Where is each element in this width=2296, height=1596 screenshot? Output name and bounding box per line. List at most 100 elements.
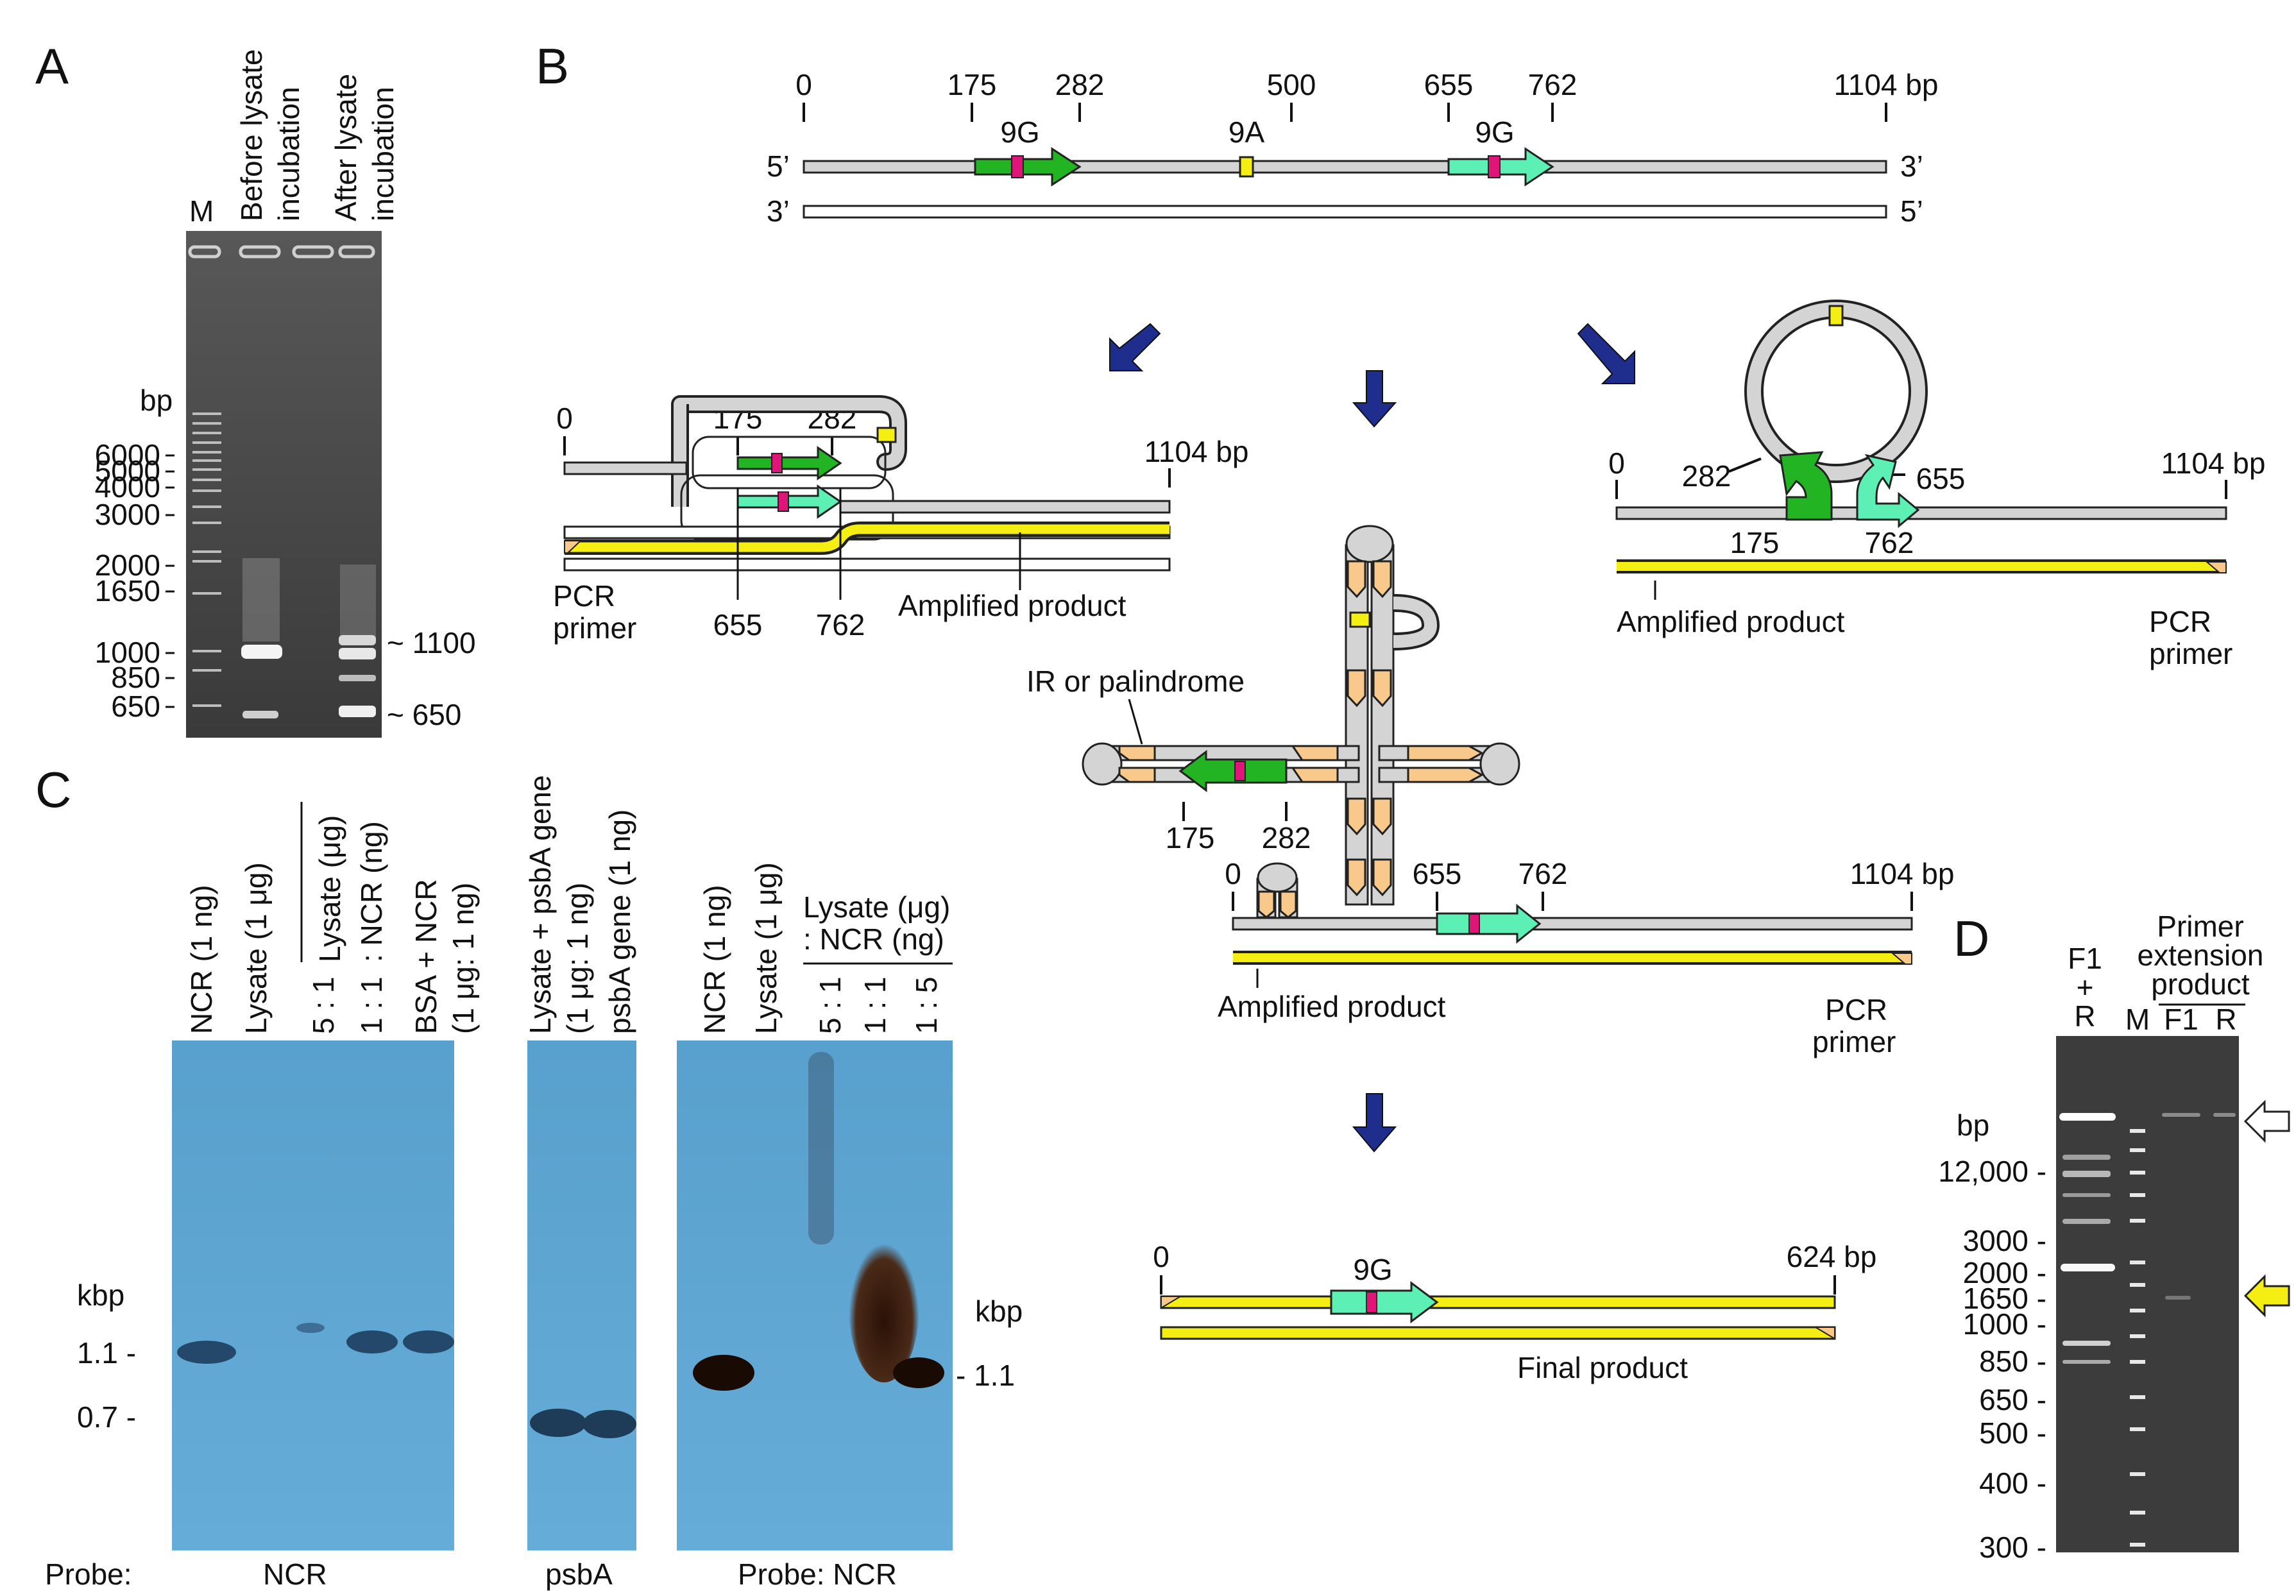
ladder-d-12000: 12,000 -	[1938, 1155, 2046, 1188]
lane-after-label-2: incubation	[366, 87, 400, 221]
lane-before-label-2: incubation	[272, 87, 305, 221]
left-pos-1104: 1104 bp	[1144, 435, 1249, 468]
blot1-marker-0-7: 0.7 -	[77, 1400, 136, 1434]
panel-c-letter: C	[35, 761, 71, 818]
ir-palindrome-label: IR or palindrome	[1026, 665, 1245, 698]
blot3-probe: Probe: NCR	[738, 1558, 897, 1591]
center-structure: IR or palindrome	[1026, 525, 1955, 1058]
final-feature-9g: 9G	[1353, 1253, 1392, 1286]
right-pos-175: 175	[1730, 526, 1780, 559]
right-pos-0: 0	[1608, 446, 1625, 480]
blot1-marker-1-1: 1.1 -	[77, 1336, 136, 1370]
strand-top-5: 5’	[767, 149, 790, 183]
left-pcr-primer-1: PCR	[553, 579, 615, 613]
panel-a-letter: A	[35, 38, 69, 94]
left-amplified-label: Amplified product	[898, 589, 1127, 622]
arrow-to-center-icon	[1352, 370, 1397, 428]
ladder-d-400: 400 -	[1979, 1466, 2046, 1500]
right-pos-282: 282	[1682, 459, 1731, 493]
left-pos-655: 655	[713, 608, 763, 641]
yellow-arrow-icon	[2243, 1274, 2290, 1318]
center-pos-655: 655	[1413, 857, 1462, 890]
center-pos-1104: 1104 bp	[1850, 857, 1955, 890]
ladder-a-5000: 5000	[95, 454, 160, 488]
ladder-a-3000: 3000	[95, 498, 160, 531]
ladder-d-850: 850 -	[1979, 1345, 2046, 1378]
right-pcr-primer-2: primer	[2149, 637, 2232, 670]
center-pos-762: 762	[1518, 857, 1568, 890]
pos-1104: 1104 bp	[1834, 68, 1939, 101]
pos-655: 655	[1424, 68, 1474, 101]
ladder-d-650: 650 -	[1979, 1383, 2046, 1416]
left-structure: 0 175 282 1104 bp 655 762	[553, 395, 1249, 645]
blot1-lane-5-1: 5 : 1	[307, 976, 340, 1034]
strand-top-3: 3’	[1900, 149, 1923, 183]
gel-d	[2056, 1036, 2239, 1552]
blot3-group-2: : NCR (ng)	[803, 922, 944, 956]
pos-0: 0	[795, 68, 812, 101]
lane-d-plus: +	[2077, 971, 2094, 1004]
blot1-lane-1-1: 1 : 1	[355, 976, 388, 1034]
center-pcr-primer-1: PCR	[1825, 993, 1887, 1026]
ladder-a-850: 850	[111, 661, 160, 694]
gel-a-unit: bp	[140, 384, 173, 417]
lane-d-f1-top: F1	[2068, 942, 2102, 975]
left-pos-762: 762	[816, 608, 865, 641]
right-pcr-primer-1: PCR	[2149, 605, 2211, 638]
d-header-2: extension	[2138, 938, 2264, 972]
final-product: 0 624 bp 9G Final product	[1153, 1240, 1876, 1384]
ladder-d-300: 300 -	[1979, 1531, 2046, 1564]
pos-282: 282	[1055, 68, 1105, 101]
d-header-1: Primer	[2157, 910, 2243, 943]
d-header-3: product	[2151, 967, 2250, 1001]
blot2-lane-1: Lysate + psbA gene	[523, 775, 557, 1034]
left-pos-0: 0	[556, 402, 573, 435]
blot3-marker: - 1.1	[956, 1359, 1015, 1392]
blot1-lane-lysate: Lysate (1 μg)	[239, 862, 273, 1034]
ladder-d-500: 500 -	[1979, 1416, 2046, 1450]
blot-2	[527, 1040, 636, 1550]
blot2-lane-1b: (1 μg: 1 ng)	[561, 883, 594, 1034]
blot1-unit: kbp	[77, 1278, 124, 1312]
blot1-lane-bsa-2: (1 μg: 1 ng)	[446, 883, 480, 1034]
final-pos-624: 624 bp	[1787, 1240, 1877, 1273]
center-amplified-label: Amplified product	[1218, 990, 1446, 1023]
strand-bot-5: 5’	[1900, 194, 1923, 228]
loop-arrow-green	[1779, 451, 1833, 521]
ladder-a-2000: 2000	[95, 548, 160, 582]
right-amplified-label: Amplified product	[1617, 605, 1845, 638]
pos-500: 500	[1267, 68, 1316, 101]
feature-9a: 9A	[1229, 115, 1265, 149]
blot3-lane-1-5: 1 : 5	[910, 976, 943, 1034]
blot3-lane-ncr: NCR (1 ng)	[698, 885, 731, 1034]
arrow-to-right-icon	[1577, 323, 1635, 384]
top-map: 0 175 282 500 655 762 1104 bp 5’ 3’ 3’ 5…	[767, 68, 1938, 228]
blot2-lane-2: psbA gene (1 ng)	[603, 810, 636, 1034]
lane-d-r: R	[2215, 1003, 2236, 1036]
lane-before-label-1: Before lysate	[235, 49, 268, 221]
band-650-label: ~ 650	[387, 698, 461, 731]
panel-b-letter: B	[536, 38, 569, 94]
ladder-d-3000: 3000 -	[1963, 1224, 2046, 1257]
blot3-lane-lysate: Lysate (1 μg)	[749, 862, 783, 1034]
blot3-unit: kbp	[975, 1295, 1023, 1328]
feature-9g-2: 9G	[1475, 115, 1514, 149]
open-arrow-shape-icon	[2243, 1099, 2290, 1143]
left-pcr-primer-2: primer	[553, 611, 636, 645]
blot1-lane-bsa: BSA + NCR	[409, 879, 443, 1034]
pos-762: 762	[1528, 68, 1577, 101]
flow-arrows	[1109, 323, 1635, 1153]
ladder-a-4000: 4000	[95, 470, 160, 504]
ladder-d-2000: 2000 -	[1963, 1256, 2046, 1289]
gel-d-unit: bp	[1957, 1108, 1989, 1142]
arrow-to-final-icon	[1352, 1093, 1397, 1153]
strand-bot-3: 3’	[767, 194, 790, 228]
final-product-label: Final product	[1517, 1351, 1688, 1384]
center-pos-0: 0	[1225, 857, 1241, 890]
blot3-lane-5-1: 5 : 1	[813, 976, 847, 1034]
blot1-lane-ncr: NCR (1 ng)	[185, 885, 218, 1034]
band-1100-label: ~ 1100	[387, 626, 476, 659]
lane-d-r-top: R	[2074, 999, 2095, 1033]
lane-d-m: M	[2125, 1003, 2150, 1036]
